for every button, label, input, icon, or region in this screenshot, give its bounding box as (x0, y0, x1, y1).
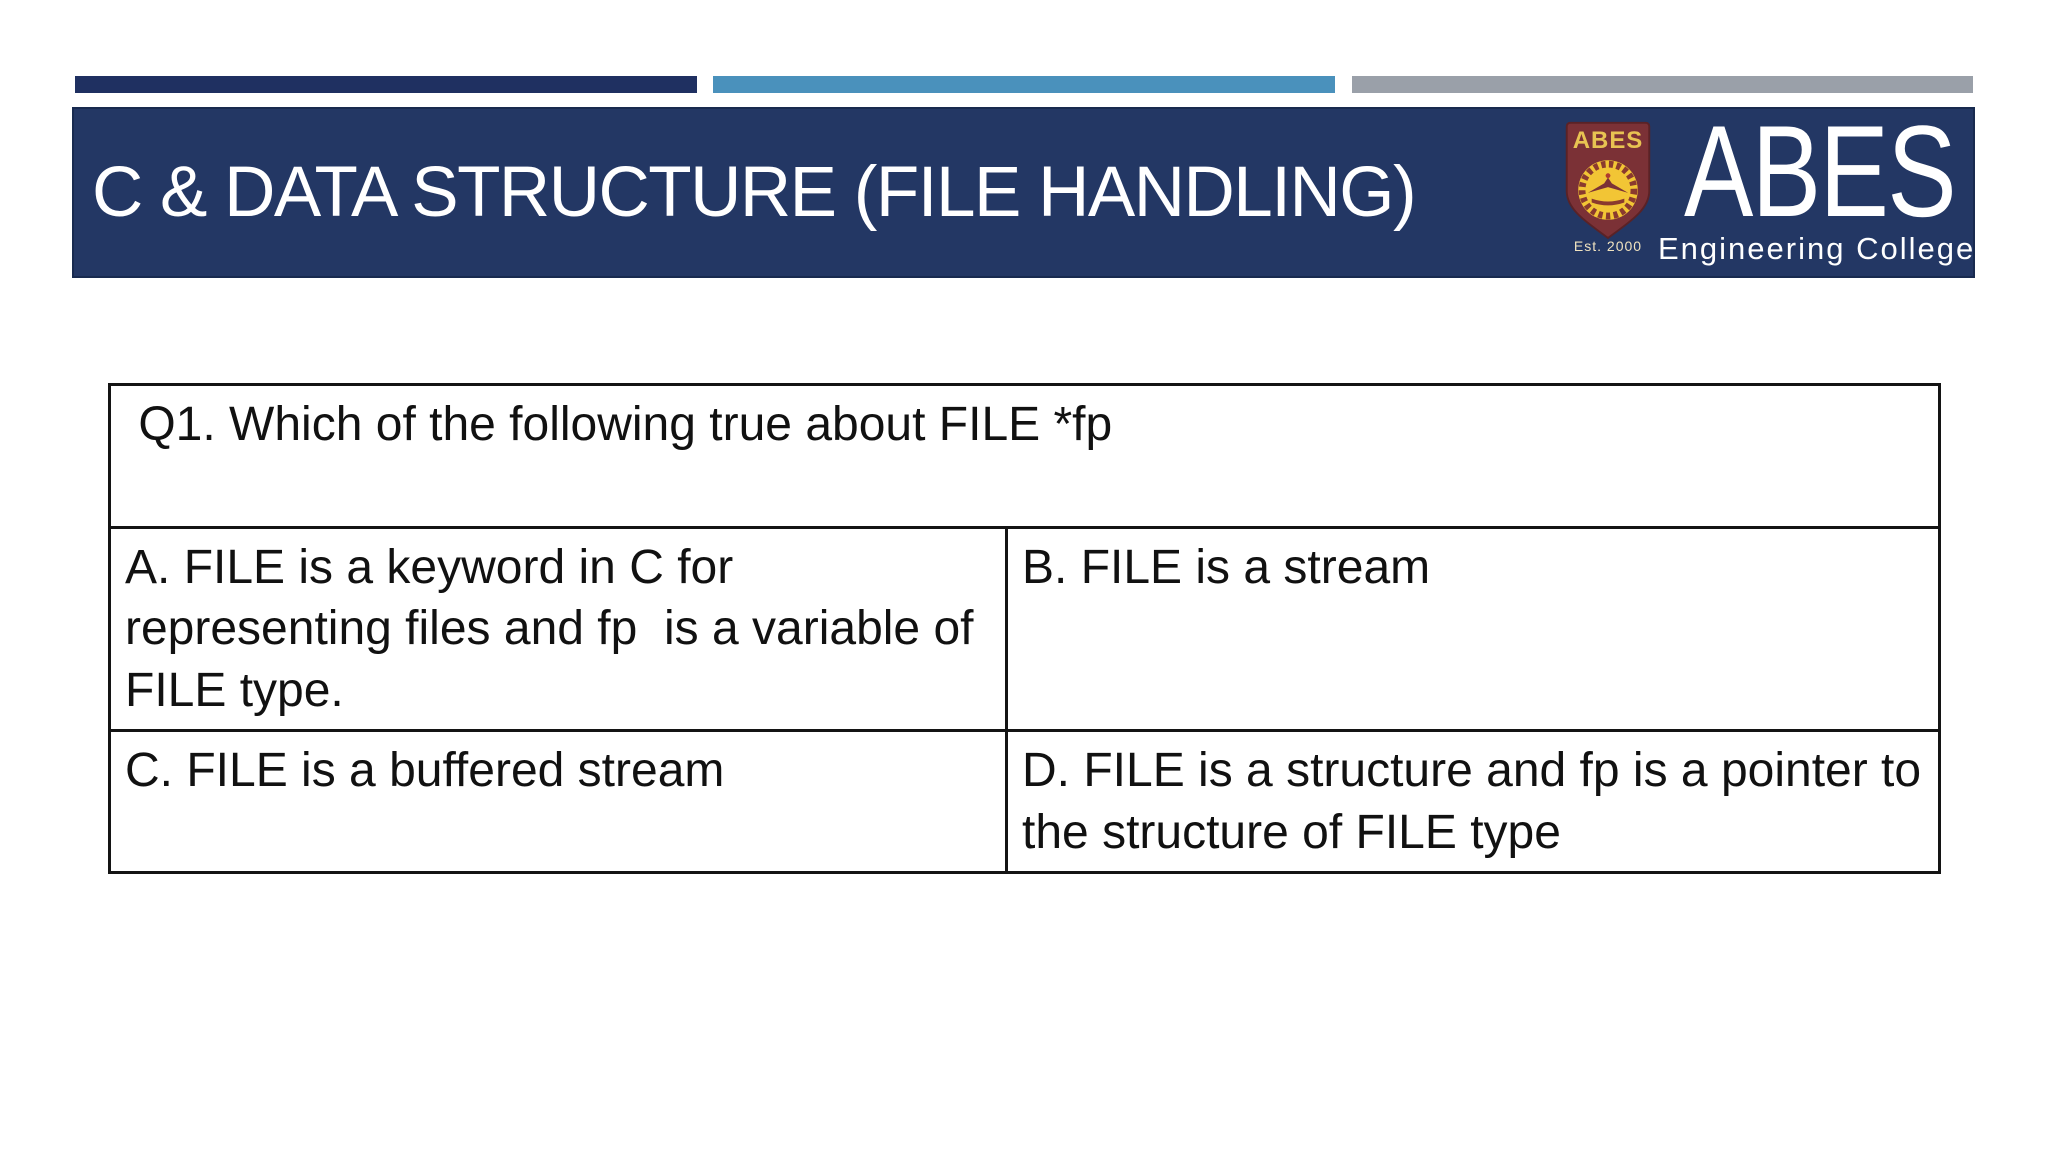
options-row-cd: C. FILE is a buffered stream D. FILE is … (108, 729, 1942, 875)
logo-shield-column: ABES Est. 2000 (1558, 118, 1658, 268)
quiz-table: Q1. Which of the following true about FI… (107, 383, 1942, 875)
accent-bar-gray (1352, 76, 1973, 93)
logo-est-text: Est. 2000 (1573, 238, 1643, 254)
question-row: Q1. Which of the following true about FI… (107, 383, 1942, 529)
logo-org-subtitle: Engineering College (1658, 230, 1976, 266)
option-d-cell: D. FILE is a structure and fp is a point… (1004, 729, 1942, 875)
svg-text:ABES: ABES (1573, 127, 1644, 154)
options-row-ab: A. FILE is a keyword in C for representi… (108, 525, 1942, 733)
abes-logo: ABES Est. 2000 ABES Engineering College (1558, 98, 2023, 268)
option-b-cell: B. FILE is a stream (1004, 525, 1942, 733)
accent-bar-blue (713, 76, 1335, 93)
option-c-cell: C. FILE is a buffered stream (108, 729, 1008, 875)
logo-wordmark: ABES Engineering College (1658, 98, 2023, 268)
title-banner: C & DATA STRUCTURE (FILE HANDLING) (72, 107, 1975, 278)
accent-bar-navy (75, 76, 697, 93)
question-cell: Q1. Which of the following true about FI… (107, 383, 1942, 529)
logo-org-name: ABES (1684, 98, 1957, 244)
option-a-cell: A. FILE is a keyword in C for representi… (108, 525, 1008, 733)
shield-icon: ABES (1565, 121, 1651, 240)
slide-title: C & DATA STRUCTURE (FILE HANDLING) (92, 153, 1417, 232)
